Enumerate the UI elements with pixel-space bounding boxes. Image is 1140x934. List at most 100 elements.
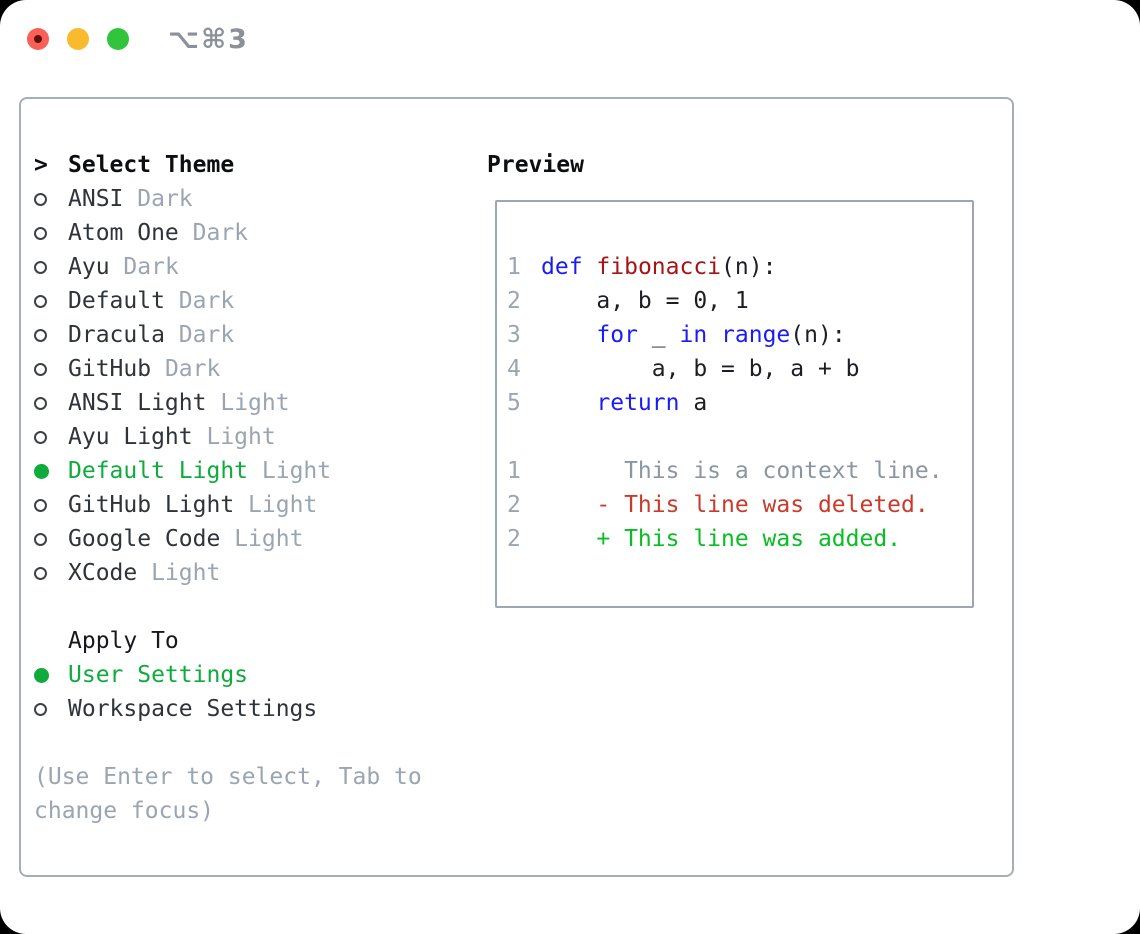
line-number: 3 [507,322,521,348]
code-text: for _ in range(n): [541,318,846,352]
theme-list-column: > Select Theme ANSI Dark Atom One Dark A… [21,99,487,875]
preview-code-box: 1 def fibonacci(n): 2 a, b = 0, 1 3 for … [495,200,974,608]
select-theme-header: > Select Theme [34,148,487,182]
theme-name: GitHub Light [68,492,235,518]
radio-unselected-icon [34,328,68,342]
close-button[interactable] [27,28,49,50]
select-theme-label: Select Theme [68,152,235,178]
radio-unselected-icon [34,362,68,376]
code-token-plain: a [679,390,708,416]
radio-unselected-icon [34,396,68,410]
line-number: 1 [507,254,521,280]
theme-name: Default Light [68,458,249,484]
theme-option[interactable]: Ayu Light Light [34,420,487,454]
help-line: change focus) [34,798,215,824]
code-token-plain [583,254,597,280]
theme-name: ANSI [68,186,124,212]
radio-unselected-icon [34,566,68,580]
preview-code-lines: 1 def fibonacci(n): 2 a, b = 0, 1 3 for … [507,250,972,556]
theme-variant-badge: Light [220,390,290,416]
code-token-context: This is a context line. [541,458,943,484]
theme-option[interactable]: Default Dark [34,284,487,318]
code-line: 4 a, b = b, a + b [507,352,972,386]
theme-variant-badge: Dark [164,356,221,382]
theme-variant-badge: Light [206,424,276,450]
apply-to-header: Apply To [34,624,487,658]
spacer [34,726,487,760]
minimize-button[interactable] [67,28,89,50]
radio-unselected-icon [34,532,68,546]
code-token-plain: a, b = b, a + b [541,356,860,382]
title-bar: ⌥⌘3 [0,0,1140,78]
code-token-plain [541,322,596,348]
theme-variant-badge: Light [261,458,332,484]
theme-option[interactable]: XCode Light [34,556,487,590]
apply-option-label: Workspace Settings [68,696,318,722]
line-number: 2 [507,526,521,552]
line-number: 5 [507,390,521,416]
radio-unselected-icon [34,226,68,240]
apply-to-label: Apply To [68,628,179,654]
theme-option[interactable]: GitHub Light Light [34,488,487,522]
theme-list: ANSI Dark Atom One Dark Ayu Dark Default… [34,182,487,590]
zoom-button[interactable] [107,28,129,50]
line-number: 1 [507,458,521,484]
theme-option[interactable]: Atom One Dark [34,216,487,250]
theme-variant-badge: Dark [137,186,193,212]
theme-name: GitHub [68,356,152,382]
apply-to-list: User Settings Workspace Settings [34,658,487,726]
line-number: 2 [507,288,521,314]
theme-option[interactable]: Ayu Dark [34,250,487,284]
spacer [34,590,487,624]
theme-variant-badge: Dark [178,288,235,314]
theme-option[interactable]: Google Code Light [34,522,487,556]
radio-unselected-icon [34,498,68,512]
code-token-keyword: def [541,254,583,280]
code-token-added: + This line was added. [541,526,902,552]
theme-name: Dracula [68,322,165,348]
code-text: a, b = 0, 1 [541,284,748,318]
radio-unselected-icon [34,294,68,308]
traffic-lights [27,28,129,50]
code-text: This is a context line. [541,454,943,488]
theme-option[interactable]: GitHub Dark [34,352,487,386]
theme-option[interactable]: Default Light Light [34,454,487,488]
theme-variant-badge: Light [248,492,318,518]
help-text: (Use Enter to select, Tab to change focu… [34,760,487,828]
theme-variant-badge: Dark [178,322,235,348]
code-line: 3 for _ in range(n): [507,318,972,352]
preview-column: Preview 1 def fibonacci(n): 2 a, b = 0, … [487,99,1012,875]
radio-unselected-icon [34,702,68,716]
apply-to-option[interactable]: Workspace Settings [34,692,487,726]
code-line: 2 - This line was deleted. [507,488,972,522]
radio-unselected-icon [34,192,68,206]
apply-to-option[interactable]: User Settings [34,658,487,692]
theme-name: ANSI Light [68,390,207,416]
code-text: def fibonacci(n): [541,250,776,284]
radio-selected-icon [34,667,68,683]
code-token-plain: _ [637,322,680,348]
theme-variant-badge: Dark [123,254,179,280]
radio-unselected-icon [34,260,68,274]
apply-option-label: User Settings [68,662,249,688]
code-line: 1 This is a context line. [507,454,972,488]
code-token-plain [707,322,721,348]
theme-option[interactable]: ANSI Dark [34,182,487,216]
theme-variant-badge: Light [234,526,304,552]
theme-option[interactable]: ANSI Light Light [34,386,487,420]
theme-name: Ayu Light [68,424,193,450]
code-text: + This line was added. [541,522,901,556]
preview-header: Preview [487,152,584,178]
code-line: 2 a, b = 0, 1 [507,284,972,318]
theme-variant-badge: Light [151,560,221,586]
code-token-plain [541,390,596,416]
theme-option[interactable]: Dracula Dark [34,318,487,352]
code-line [507,420,972,454]
code-token-deleted: - This line was deleted. [541,492,929,518]
radio-unselected-icon [34,430,68,444]
code-token-plain: (n): [790,322,846,348]
code-line: 2 + This line was added. [507,522,972,556]
window-title: ⌥⌘3 [168,23,249,55]
code-token-function: fibonacci [596,254,722,280]
theme-name: Default [68,288,165,314]
